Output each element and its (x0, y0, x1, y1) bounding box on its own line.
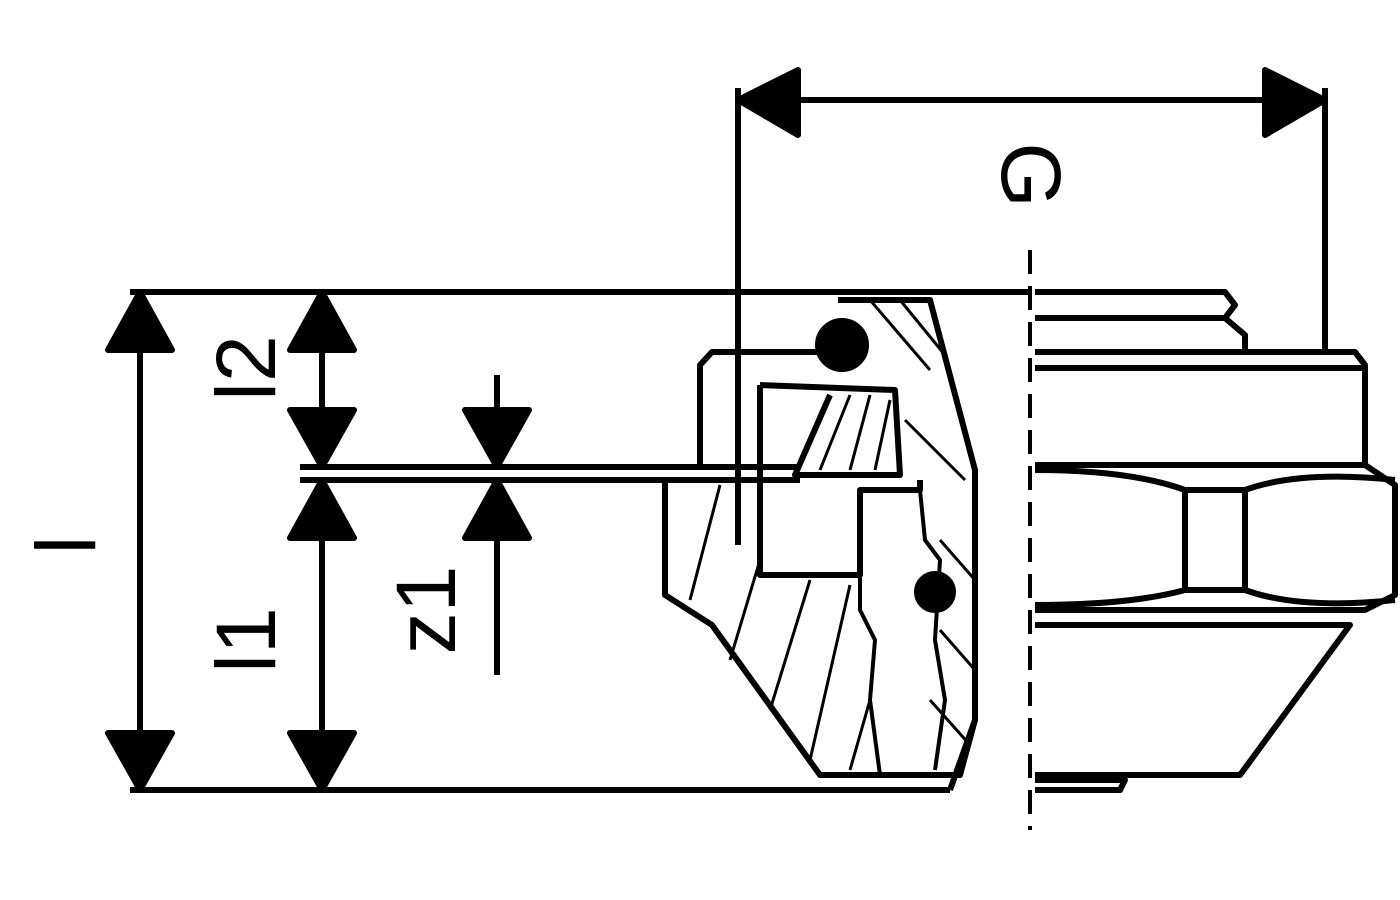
dimension-z1 (462, 375, 532, 675)
dimension-g (735, 67, 1328, 138)
dimension-l2 (287, 289, 357, 470)
label-l: l (19, 536, 113, 555)
extension-lines (130, 88, 1328, 793)
label-g: G (984, 142, 1078, 207)
fitting-section (662, 297, 978, 792)
dimension-l1 (287, 477, 357, 793)
label-l1: l1 (199, 607, 293, 672)
fitting-exterior (1034, 289, 1398, 793)
label-l2: l2 (199, 335, 293, 400)
dimension-l (105, 289, 175, 793)
label-z1: z1 (379, 566, 473, 655)
